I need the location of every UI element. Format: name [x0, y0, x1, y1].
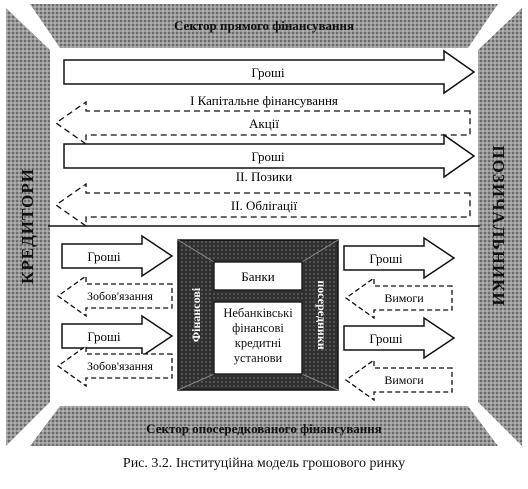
money-arrow-1-label: Гроші [251, 65, 285, 80]
right-claims-arrow-1 [344, 276, 453, 320]
top-banner-shape [30, 4, 498, 48]
right-side-label: ПОЗИЧАЛЬНИКИ [489, 145, 508, 306]
bonds-label: ІІ. Облігації [231, 198, 298, 213]
bonds-arrow [54, 182, 471, 228]
left-money-arrow-2-label: Гроші [87, 329, 121, 344]
bottom-banner-label: Сектор опосередкованого фінансування [146, 421, 382, 436]
left-side-shape [6, 8, 50, 446]
left-money-arrow-1-label: Гроші [87, 249, 121, 264]
left-side-label: КРЕДИТОРИ [18, 168, 37, 284]
nonbank-institutions-label: Небанківські фінансові кредитні установи [223, 306, 293, 365]
right-money-arrow-2 [343, 316, 456, 360]
left-obligations-arrow-2 [56, 344, 173, 388]
left-obligations-arrow-1 [56, 274, 173, 318]
financial-label: Фінансові [189, 287, 203, 342]
banks-box [213, 261, 303, 291]
bottom-banner-shape [30, 406, 498, 446]
right-money-arrow-2-label: Гроші [369, 331, 403, 346]
banks-label: Банки [241, 269, 275, 284]
top-banner-label: Сектор прямого фінансування [174, 18, 354, 33]
right-side-shape [478, 8, 522, 446]
right-claims-arrow-2 [344, 358, 453, 402]
left-money-arrow-1 [61, 234, 174, 278]
loans-title: ІІ. Позики [236, 169, 292, 184]
left-money-arrow-2 [61, 314, 174, 358]
money-arrow-2 [63, 133, 476, 179]
money-arrow-1 [63, 49, 476, 95]
money-arrow-2-label: Гроші [251, 149, 285, 164]
nonbank-institutions-box [213, 301, 303, 375]
intermediaries-label: посередники [315, 280, 329, 349]
financial-intermediaries-box [177, 239, 339, 391]
figure-caption: Рис. 3.2. Інституційна модель грошового … [122, 456, 406, 471]
left-obligations-arrow-1-label: Зобов'язання [87, 289, 153, 303]
shares-arrow [54, 100, 471, 146]
right-money-arrow-1-label: Гроші [369, 251, 403, 266]
right-claims-arrow-2-label: Вимоги [384, 373, 424, 387]
capital-financing-title: І Капітальне фінансування [190, 93, 338, 108]
left-obligations-arrow-2-label: Зобов'язання [87, 359, 153, 373]
nonbank-institutions-label-wrapper: Небанківські фінансові кредитні установи [223, 306, 293, 365]
right-claims-arrow-1-label: Вимоги [384, 291, 424, 305]
shares-label: Акції [249, 116, 279, 131]
right-money-arrow-1 [343, 236, 456, 280]
